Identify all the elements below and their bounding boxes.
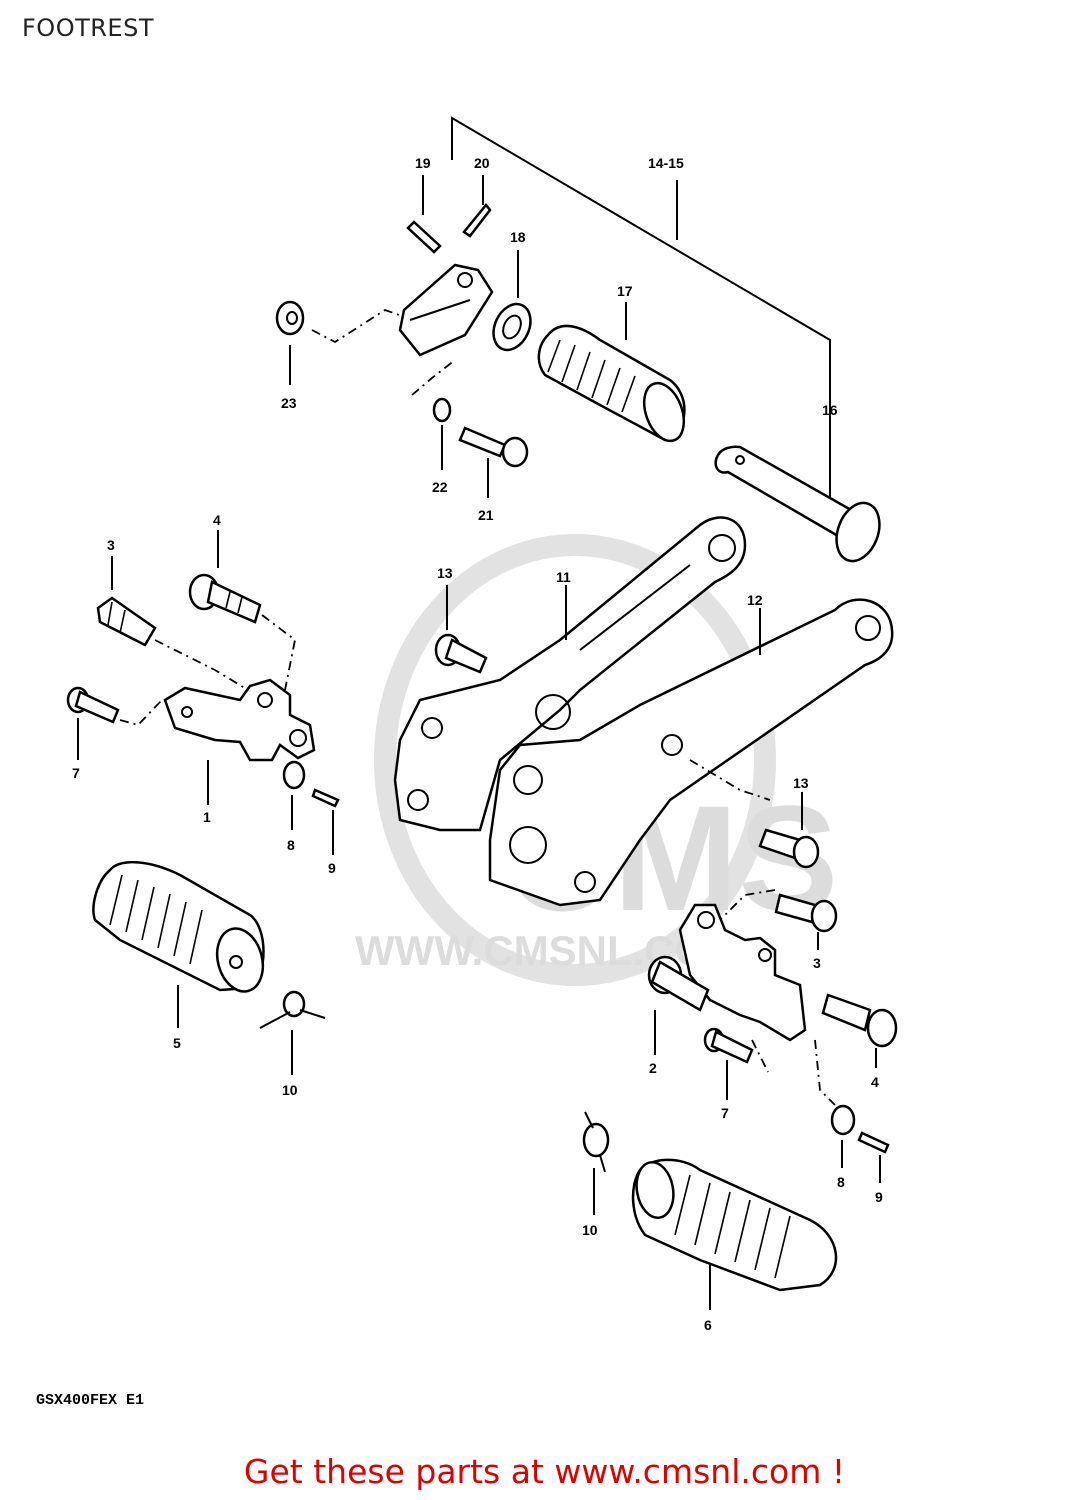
bolt-4-right: [821, 993, 898, 1068]
callout-3a: 3: [107, 537, 115, 553]
footrest-rubber-5: [92, 860, 265, 1028]
callout-4b: 4: [871, 1074, 879, 1090]
callout-2: 2: [649, 1060, 657, 1076]
callout-9b: 9: [875, 1189, 883, 1205]
bolt-4-left: [188, 530, 296, 691]
callout-21: 21: [478, 507, 494, 523]
footrest-rubber-6: [631, 1158, 838, 1310]
callout-20: 20: [474, 155, 490, 171]
footrest-pin-16: [714, 420, 881, 563]
callout-5: 5: [173, 1035, 181, 1051]
pin-7-right: [703, 1027, 769, 1100]
callout-23: 23: [281, 395, 297, 411]
callout-18: 18: [510, 229, 526, 245]
callout-6: 6: [704, 1317, 712, 1333]
callout-11: 11: [556, 569, 571, 585]
callout-22: 22: [432, 479, 448, 495]
callout-13b: 13: [793, 775, 809, 791]
callout-8a: 8: [287, 837, 295, 853]
bolt-3-left: [96, 556, 249, 691]
footrest-bracket-2: [647, 903, 807, 1055]
callout-13a: 13: [437, 565, 453, 581]
footrest-bracket-11: [393, 516, 747, 832]
callout-3b: 3: [813, 955, 821, 971]
footrest-bracket-12: [488, 598, 894, 907]
spring-10-right: [582, 1111, 610, 1215]
washer-22: [411, 359, 456, 470]
callout-10b: 10: [582, 1222, 598, 1238]
callout-10a: 10: [282, 1082, 298, 1098]
callout-19: 19: [415, 155, 431, 171]
footrest-bracket-1: [163, 678, 316, 805]
washer-8-right: [814, 1039, 856, 1168]
washer-18: [492, 250, 532, 352]
rear-footrest-rubber-17: [537, 302, 686, 443]
cotter-pin-20: [462, 175, 492, 238]
bolt-13-lower: [758, 792, 820, 869]
pin-7-left: [66, 686, 180, 760]
callout-8b: 8: [837, 1174, 845, 1190]
callout-9a: 9: [328, 860, 336, 876]
bolt-3-right: [719, 889, 838, 950]
nut-23: [275, 300, 403, 385]
washer-8-left: [282, 760, 306, 830]
callout-7a: 7: [72, 765, 80, 781]
bolt-21: [458, 426, 529, 498]
callout-16: 16: [822, 402, 838, 418]
rear-footrest-hinge: [398, 263, 494, 357]
callout-14-15: 14-15: [648, 155, 684, 171]
page-title: FOOTREST: [22, 14, 154, 42]
cotter-pin-9-left: [311, 788, 340, 855]
model-code: GSX400FEX E1: [36, 1392, 145, 1409]
callout-17: 17: [617, 283, 633, 299]
callout-7b: 7: [721, 1105, 729, 1121]
spring-10-left: [259, 990, 326, 1075]
footer-promo-text: Get these parts at www.cmsnl.com !: [243, 1452, 846, 1491]
cotter-pin-9-right: [857, 1131, 890, 1183]
callout-4a: 4: [213, 512, 221, 528]
pin-19: [406, 175, 442, 254]
callout-1: 1: [203, 809, 211, 825]
callout-12: 12: [747, 592, 763, 608]
bolt-13-upper: [434, 585, 488, 674]
